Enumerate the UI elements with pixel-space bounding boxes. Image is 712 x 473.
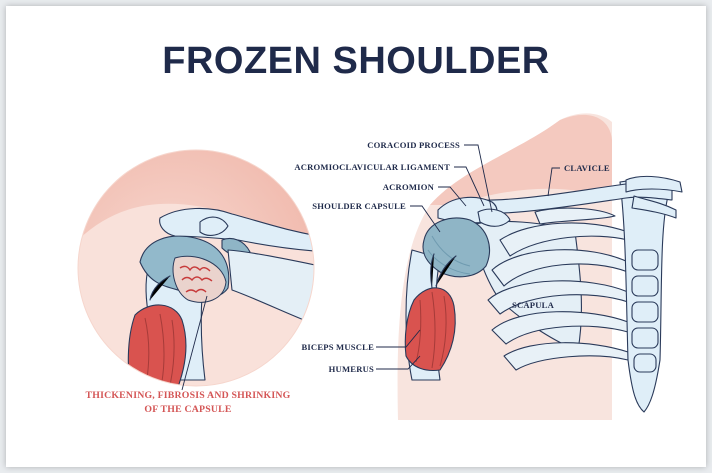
caption-line-2: OF THE CAPSULE <box>144 404 231 415</box>
inflamed-capsule <box>172 255 227 303</box>
label-humerus: HUMERUS <box>329 364 374 374</box>
zoom-circle <box>77 149 315 387</box>
caption-line-1: THICKENING, FIBROSIS AND SHRINKING <box>86 390 291 401</box>
label-acromion: ACROMION <box>383 182 435 192</box>
label-clavicle: CLAVICLE <box>564 163 610 173</box>
biceps-muscle <box>404 287 456 372</box>
page-title: FROZEN SHOULDER <box>162 40 550 82</box>
clavicle-bone <box>469 182 673 215</box>
label-coracoid-process: CORACOID PROCESS <box>367 140 460 150</box>
torso-figure <box>397 113 683 421</box>
label-acromioclavicular-ligament: ACROMIOCLAVICULAR LIGAMENT <box>294 162 450 172</box>
label-scapula: SCAPULA <box>512 300 555 310</box>
label-shoulder-capsule: SHOULDER CAPSULE <box>312 201 406 211</box>
leader-lines <box>376 144 560 370</box>
label-biceps-muscle: BICEPS MUSCLE <box>301 342 374 352</box>
